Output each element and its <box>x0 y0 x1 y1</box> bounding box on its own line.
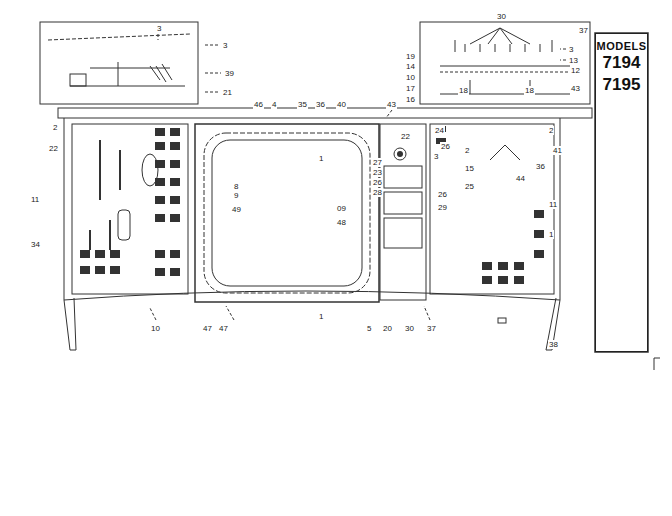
callout-number: 36 <box>315 100 326 109</box>
callout-number: 19 <box>405 52 416 61</box>
callout-number: 37 <box>426 324 437 333</box>
callout-number: 25 <box>464 182 475 191</box>
callout-number: 10 <box>150 324 161 333</box>
callout-number: 40 <box>336 100 347 109</box>
callout-number: 20 <box>382 324 393 333</box>
callout-number: 37 <box>578 26 589 35</box>
callout-number: 9 <box>233 191 239 200</box>
callout-number: 49 <box>231 205 242 214</box>
callout-number: 3 <box>156 24 162 33</box>
callout-number: 3 <box>222 41 228 50</box>
callout-number: 2 <box>464 146 470 155</box>
callout-number: 18 <box>524 86 535 95</box>
callout-number: 14 <box>405 62 416 71</box>
callout-number: 22 <box>48 144 59 153</box>
callout-number: 46 <box>253 100 264 109</box>
callout-number: 47 <box>218 324 229 333</box>
callout-number: 1 <box>318 312 324 321</box>
callout-number: 09 <box>336 204 347 213</box>
callout-number: 2 <box>548 126 554 135</box>
callout-number: 16 <box>405 95 416 104</box>
callout-number: 35 <box>297 100 308 109</box>
callout-number: 21 <box>222 88 233 97</box>
callout-number: 26 <box>372 178 383 187</box>
callout-number: 39 <box>224 69 235 78</box>
model-numbers: 7194 7195 <box>600 52 644 96</box>
callout-number: 36 <box>535 162 546 171</box>
callout-number: 26 <box>440 142 451 151</box>
callout-number: 27 <box>372 158 383 167</box>
callout-number: 1 <box>318 154 324 163</box>
callout-number: 28 <box>372 188 383 197</box>
callout-number: 41 <box>552 146 563 155</box>
callout-number: 29 <box>437 203 448 212</box>
callout-number: 2 <box>52 123 58 132</box>
callout-number: 44 <box>515 174 526 183</box>
callout-number: 11 <box>30 195 40 204</box>
callout-number: 3 <box>568 45 574 54</box>
callout-number: 8 <box>233 182 239 191</box>
callout-number: 34 <box>30 240 41 249</box>
callout-number: 30 <box>496 12 507 21</box>
callout-number: 43 <box>386 100 397 109</box>
callout-number: 24 <box>434 126 445 135</box>
callout-number: 48 <box>336 218 347 227</box>
callout-number: 5 <box>366 324 372 333</box>
callout-number: 18 <box>458 86 469 95</box>
callout-number: 4 <box>271 100 277 109</box>
callout-number: 13 <box>568 56 579 65</box>
callout-number: 23 <box>372 168 383 177</box>
callout-number: 26 <box>437 190 448 199</box>
callout-number: 11 <box>548 200 558 209</box>
callout-number: 38 <box>548 340 559 349</box>
callout-number: 15 <box>464 164 475 173</box>
model-heading: MODELS <box>596 40 646 52</box>
callout-number: 17 <box>405 84 416 93</box>
callout-number: 30 <box>404 324 415 333</box>
callout-number: 3 <box>433 152 439 161</box>
model-box: MODELS7194 7195 <box>595 33 648 352</box>
callout-number: 22 <box>400 132 411 141</box>
callout-number: 43 <box>570 84 581 93</box>
callout-number: 1 <box>548 230 554 239</box>
callout-number: 10 <box>405 73 416 82</box>
callout-number: 47 <box>202 324 213 333</box>
callout-number: 12 <box>570 66 581 75</box>
